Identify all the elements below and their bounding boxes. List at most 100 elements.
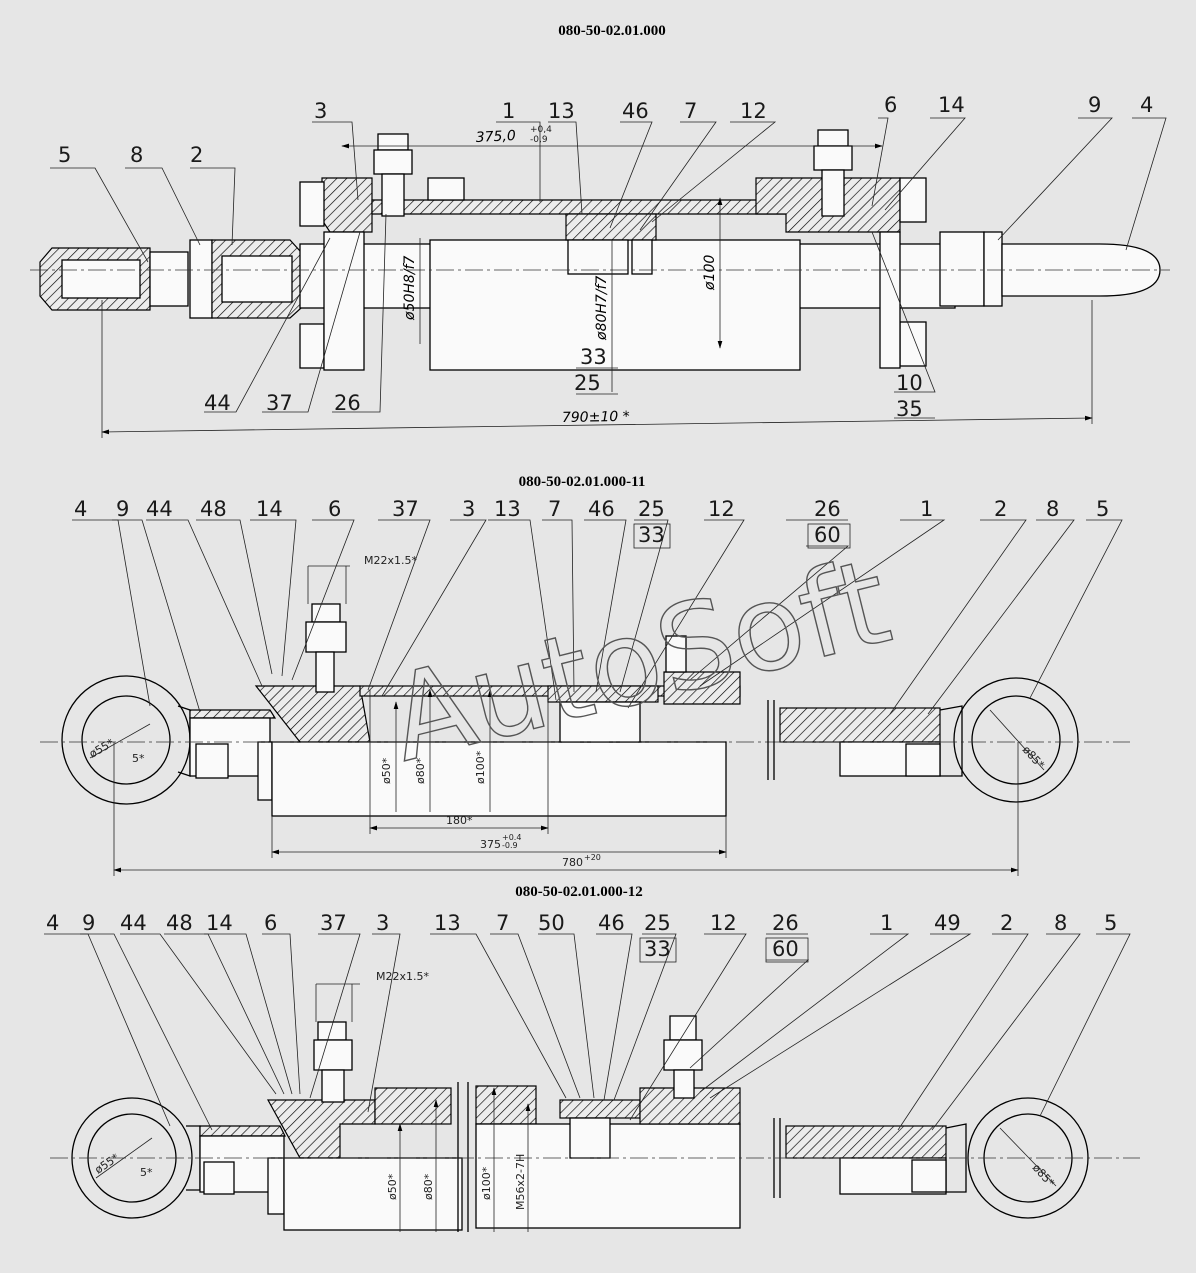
view2-label: 14 — [256, 497, 283, 521]
title-variant-12: 080-50-02.01.000-12 — [515, 884, 643, 900]
view2-length-dim: 780 — [562, 856, 583, 869]
view1-piston-fit: ø80H7/f7 — [594, 276, 610, 341]
view2-label: 9 — [116, 497, 129, 521]
view3-label: 14 — [206, 911, 233, 935]
view1-label: 1 — [502, 99, 515, 123]
view1-label: 44 — [204, 391, 231, 415]
view3-rod-dim: ø50* — [386, 1173, 399, 1200]
view3-callouts: 4 9 44 48 14 6 37 3 13 7 50 46 25 33 12 … — [46, 911, 1117, 961]
view3-label: 26 — [772, 911, 799, 935]
view3-label: 50 — [538, 911, 565, 935]
view3-label: 44 — [120, 911, 147, 935]
view3-label: 6 — [264, 911, 277, 935]
view2-label: 37 — [392, 497, 419, 521]
view3-label: 46 — [598, 911, 625, 935]
view2-bore-dim: ø100* — [474, 750, 487, 784]
view2-label: 44 — [146, 497, 173, 521]
view2-stroke-dim: 375 — [480, 838, 501, 851]
view2-eye-left-dim: ø55* — [87, 736, 117, 761]
view1-label: 3 — [314, 99, 327, 123]
view3-label: 60 — [772, 937, 799, 961]
view3-label: 1 — [880, 911, 893, 935]
view3-label: 37 — [320, 911, 347, 935]
view3-piston-dim: ø80* — [422, 1173, 435, 1200]
view3-label: 25 — [644, 911, 671, 935]
view1-bore-dim: ø100 — [702, 255, 718, 291]
view3-label: 2 — [1000, 911, 1013, 935]
view3-eye-right-dim: ø85* — [1030, 1161, 1058, 1190]
view2-label: 46 — [588, 497, 615, 521]
title-main: 080-50-02.01.000 — [558, 23, 666, 39]
view1-stroke-tol-down: -0,9 — [530, 135, 548, 145]
view3-bore-dim: ø100* — [480, 1166, 493, 1200]
view3-tube-left — [283, 1157, 463, 1231]
view2-label: 33 — [638, 523, 665, 547]
view2-label: 8 — [1046, 497, 1059, 521]
view2-label: 6 — [328, 497, 341, 521]
view1-label: 6 — [884, 93, 897, 117]
view2-eye-right-dim: ø85* — [1020, 743, 1048, 772]
view2-label: 60 — [814, 523, 841, 547]
view1-label: 12 — [740, 99, 767, 123]
view3-label: 3 — [376, 911, 389, 935]
view2-label: 1 — [920, 497, 933, 521]
view2-cylinder-section — [40, 519, 1130, 876]
view3-piston-thread-dim: M56x2-7H — [514, 1154, 527, 1210]
view3-label: 13 — [434, 911, 461, 935]
view3-label: 48 — [166, 911, 193, 935]
view1-label: 46 — [622, 99, 649, 123]
view2-label: 7 — [548, 497, 561, 521]
view2-label: 13 — [494, 497, 521, 521]
view2-thread-dim: M22x1.5* — [364, 554, 417, 567]
view1-label: 37 — [266, 391, 293, 415]
view1-label: 2 — [190, 143, 203, 167]
view3-label: 33 — [644, 937, 671, 961]
view1-label: 13 — [548, 99, 575, 123]
view1-label: 33 — [580, 345, 607, 369]
view3-label: 7 — [496, 911, 509, 935]
view1-label: 9 — [1088, 93, 1101, 117]
view1-piston — [565, 213, 657, 241]
view3-label: 4 — [46, 911, 59, 935]
view2-label: 26 — [814, 497, 841, 521]
view2-stroke-tol-down: -0.9 — [502, 841, 518, 850]
title-variant-11: 080-50-02.01.000-11 — [519, 474, 646, 490]
view2-label: 5 — [1096, 497, 1109, 521]
view2-stroke-tol-up: +0.4 — [502, 833, 521, 842]
view1-length-dim: 790±10 * — [562, 409, 630, 426]
view3-label: 49 — [934, 911, 961, 935]
view2-label: 3 — [462, 497, 475, 521]
view3-label: 5 — [1104, 911, 1117, 935]
view1-label: 10 — [896, 371, 923, 395]
view1-rod-fit: ø50H8/f7 — [402, 256, 418, 321]
view3-eye-left-dim: ø55* — [92, 1151, 121, 1177]
view3-label: 8 — [1054, 911, 1067, 935]
view1-label: 5 — [58, 143, 71, 167]
view2-piston-dim: ø80* — [414, 757, 427, 784]
view1-label: 35 — [896, 397, 923, 421]
view1-stroke-tol-up: +0,4 — [530, 125, 552, 135]
view1-label: 14 — [938, 93, 965, 117]
view1-label: 26 — [334, 391, 361, 415]
view3-slot-dim: 5* — [140, 1166, 153, 1179]
view1-label: 25 — [574, 371, 601, 395]
view2-label: 4 — [74, 497, 87, 521]
view3-thread-dim: M22x1.5* — [376, 970, 429, 983]
view2-rod-dim: ø50* — [380, 757, 393, 784]
view2-label: 25 — [638, 497, 665, 521]
view1-cap-left — [321, 177, 373, 233]
view1-stroke-dim: 375,0 — [475, 128, 516, 146]
view1-label: 4 — [1140, 93, 1153, 117]
view2-label: 12 — [708, 497, 735, 521]
view2-callouts: 4 9 44 48 14 6 37 3 13 7 46 25 33 12 26 … — [74, 497, 1109, 547]
view2-label: 48 — [200, 497, 227, 521]
view3-label: 9 — [82, 911, 95, 935]
view1-label: 7 — [684, 99, 697, 123]
view3-cylinder-section — [44, 933, 1140, 1232]
view2-length-tol: +20 — [584, 853, 601, 862]
view3-label: 12 — [710, 911, 737, 935]
view2-slot-dim: 5* — [132, 752, 145, 765]
view1-callouts: 5 8 2 3 1 13 46 7 12 6 14 9 4 44 37 26 3… — [58, 93, 1153, 421]
